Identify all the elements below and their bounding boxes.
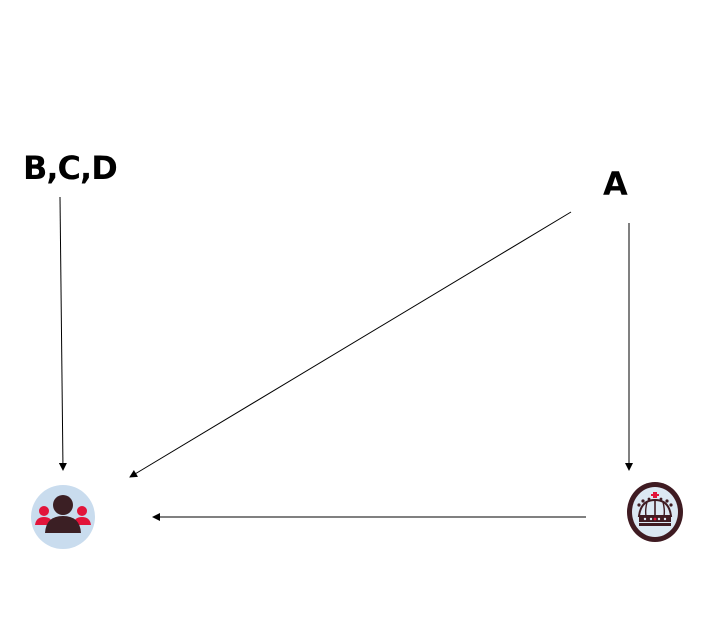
- label-a: A: [603, 165, 628, 203]
- people-group-icon: [31, 485, 95, 549]
- crown-badge-icon: [627, 482, 683, 542]
- label-bcd: B,C,D: [23, 149, 118, 187]
- arrow-bcd-to-people: [58, 196, 67, 471]
- arrow-a-to-people: [129, 211, 572, 478]
- crown-badge-node: [625, 480, 685, 544]
- people-group-node: [30, 484, 96, 550]
